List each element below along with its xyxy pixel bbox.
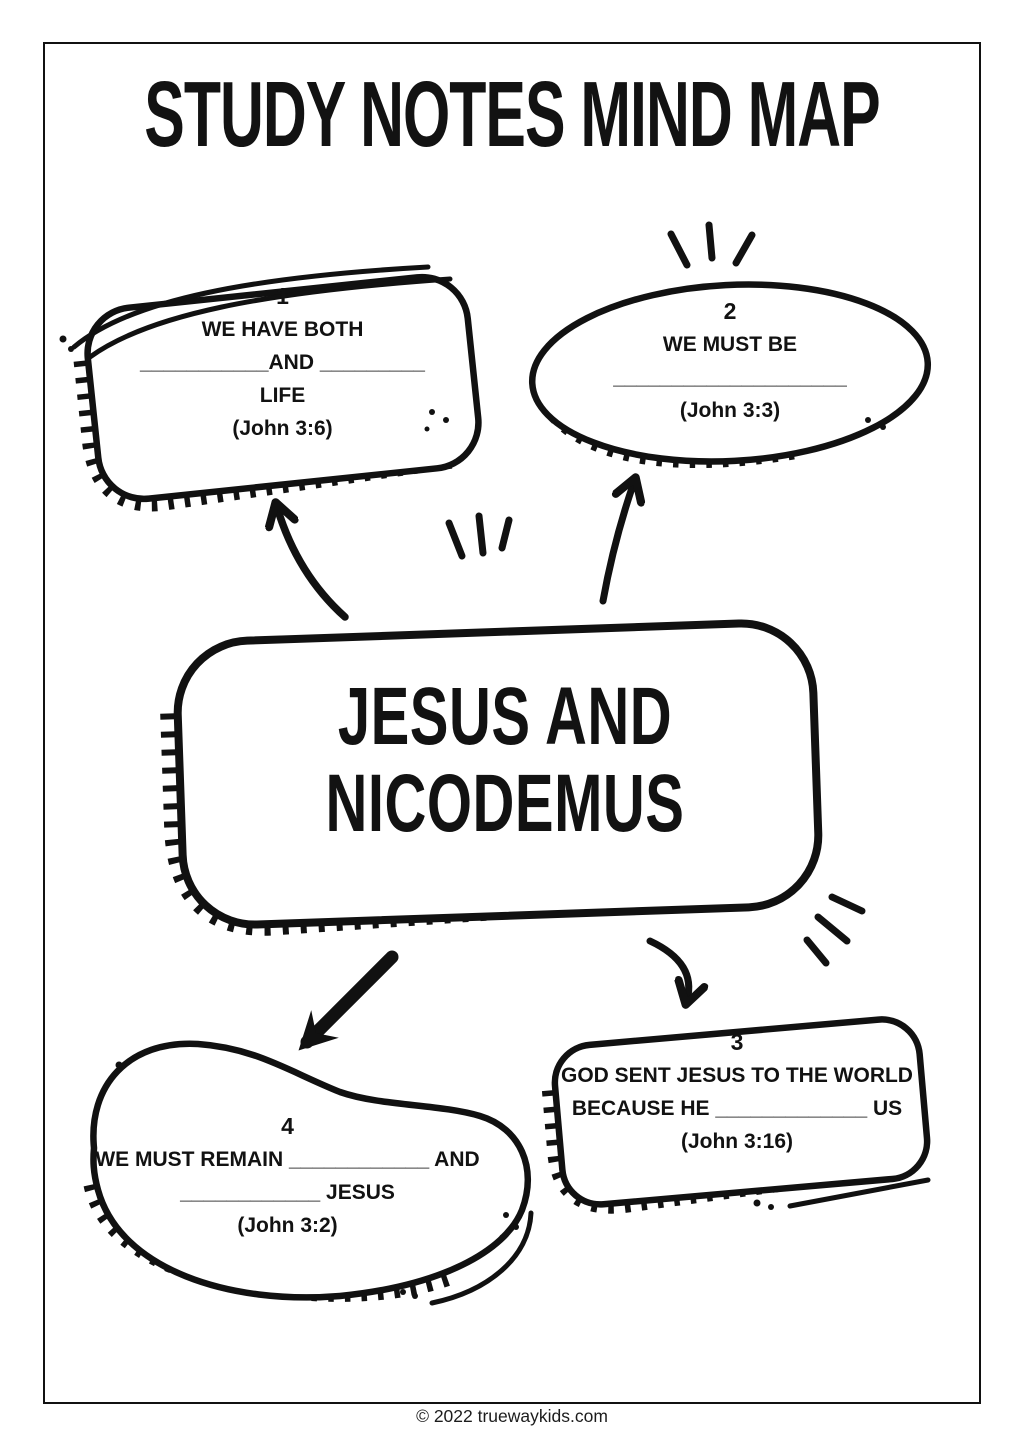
scripture-reference: (John 3:16) [680,1130,793,1153]
arrow-to-node3 [646,937,689,1000]
node-fill-in-blank: WE MUST REMAIN ____________ AND [95,1148,480,1171]
mind-map-node-4: 4 WE MUST REMAIN ____________ AND ______… [80,1110,495,1242]
node-fill-in-blank: ____________ JESUS [180,1181,395,1204]
center-bottom-sparkles [803,893,866,967]
mind-map-node-1: 1 WE HAVE BOTH ___________AND _________ … [95,280,470,445]
center-topic: JESUS AND NICODEMUS [205,674,805,848]
page-title: STUDY NOTES MIND MAP [144,63,880,168]
node3-accent-line [787,1177,931,1209]
center-top-sparkles [445,512,513,560]
node-text-line: WE HAVE BOTH [201,318,364,341]
scripture-reference: (John 3:3) [679,399,781,422]
node-text-line: WE MUST BE [662,333,798,356]
arrow-to-node4 [298,950,399,1051]
copyright-text: © 2022 truewaykids.com [416,1406,608,1426]
scripture-reference: (John 3:6) [232,417,333,440]
mind-map-node-2: 2 WE MUST BE ____________________ (John … [545,295,915,427]
node-fill-in-blank: BECAUSE HE _____________ US [571,1097,903,1120]
center-bubble [160,619,823,936]
node1-accent-line-inner [87,276,453,360]
node-number: 4 [281,1113,294,1139]
node2-bubble [528,281,932,469]
node-text-line: GOD SENT JESUS TO THE WORLD [561,1064,913,1087]
node-number: 3 [730,1029,744,1055]
center-topic-line: JESUS AND [337,671,673,763]
mind-map-node-3: 3 GOD SENT JESUS TO THE WORLD BECAUSE HE… [552,1026,922,1158]
node3-bubble [541,1016,931,1214]
center-topic-line: NICODEMUS [325,758,685,850]
node-number: 1 [276,283,289,309]
node4-bubble [83,1040,532,1302]
arrow-to-node1 [277,507,349,621]
scripture-reference: (John 3:2) [237,1214,338,1237]
page-border [43,42,981,1404]
arrow-to-node2 [599,482,634,605]
node4-accent-arc [429,1210,534,1306]
node-text-line: LIFE [259,384,306,407]
node-number: 2 [723,298,737,324]
node-fill-in-blank: ___________AND _________ [140,351,425,374]
node1-accent-line-outer [71,264,431,350]
node-fill-in-blank: ____________________ [613,366,847,389]
node2-sparkles [667,221,756,269]
node1-bubble [73,273,482,512]
